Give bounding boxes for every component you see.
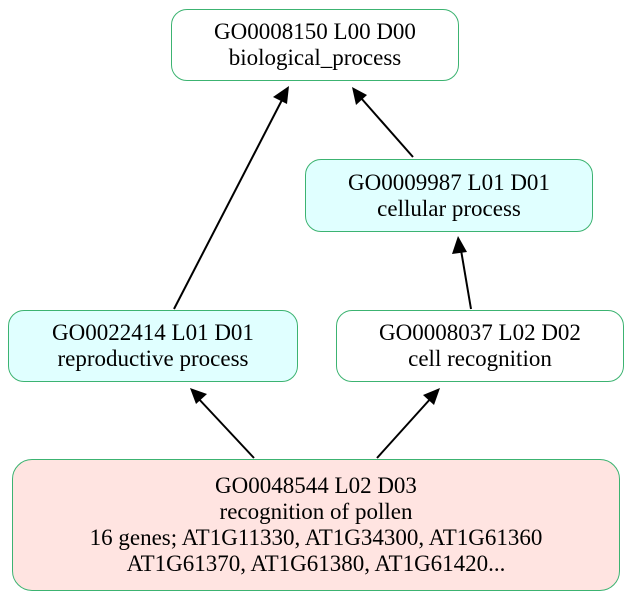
edge-pollen-to-cell-recognition	[376, 388, 440, 459]
edge-pollen-to-reproductive	[190, 388, 255, 459]
node-biological-process: GO0008150 L00 D00 biological_process	[171, 9, 459, 81]
node-name: recognition of pollen	[219, 499, 413, 524]
edge-cellular-to-biological	[352, 87, 414, 158]
node-name: cellular process	[377, 195, 521, 221]
edge-reproductive-to-biological	[173, 86, 289, 310]
node-recognition-of-pollen: GO0048544 L02 D03 recognition of pollen …	[12, 459, 620, 591]
node-name: reproductive process	[57, 346, 249, 371]
node-genes-line: 16 genes; AT1G11330, AT1G34300, AT1G6136…	[89, 525, 543, 550]
node-id-line: GO0009987 L01 D01	[348, 169, 550, 195]
node-reproductive-process: GO0022414 L01 D01 reproductive process	[8, 310, 298, 382]
edge-cell-recognition-to-cellular	[452, 236, 472, 310]
node-cellular-process: GO0009987 L01 D01 cellular process	[305, 159, 593, 232]
node-id-line: GO0022414 L01 D01	[52, 320, 254, 345]
node-genes-line: AT1G61370, AT1G61380, AT1G61420...	[126, 551, 506, 576]
node-cell-recognition: GO0008037 L02 D02 cell recognition	[336, 310, 624, 382]
node-name: cell recognition	[408, 346, 552, 371]
node-id-line: GO0008150 L00 D00	[214, 19, 416, 44]
node-id-line: GO0048544 L02 D03	[215, 473, 417, 498]
node-name: biological_process	[228, 45, 402, 70]
node-id-line: GO0008037 L02 D02	[379, 320, 581, 345]
